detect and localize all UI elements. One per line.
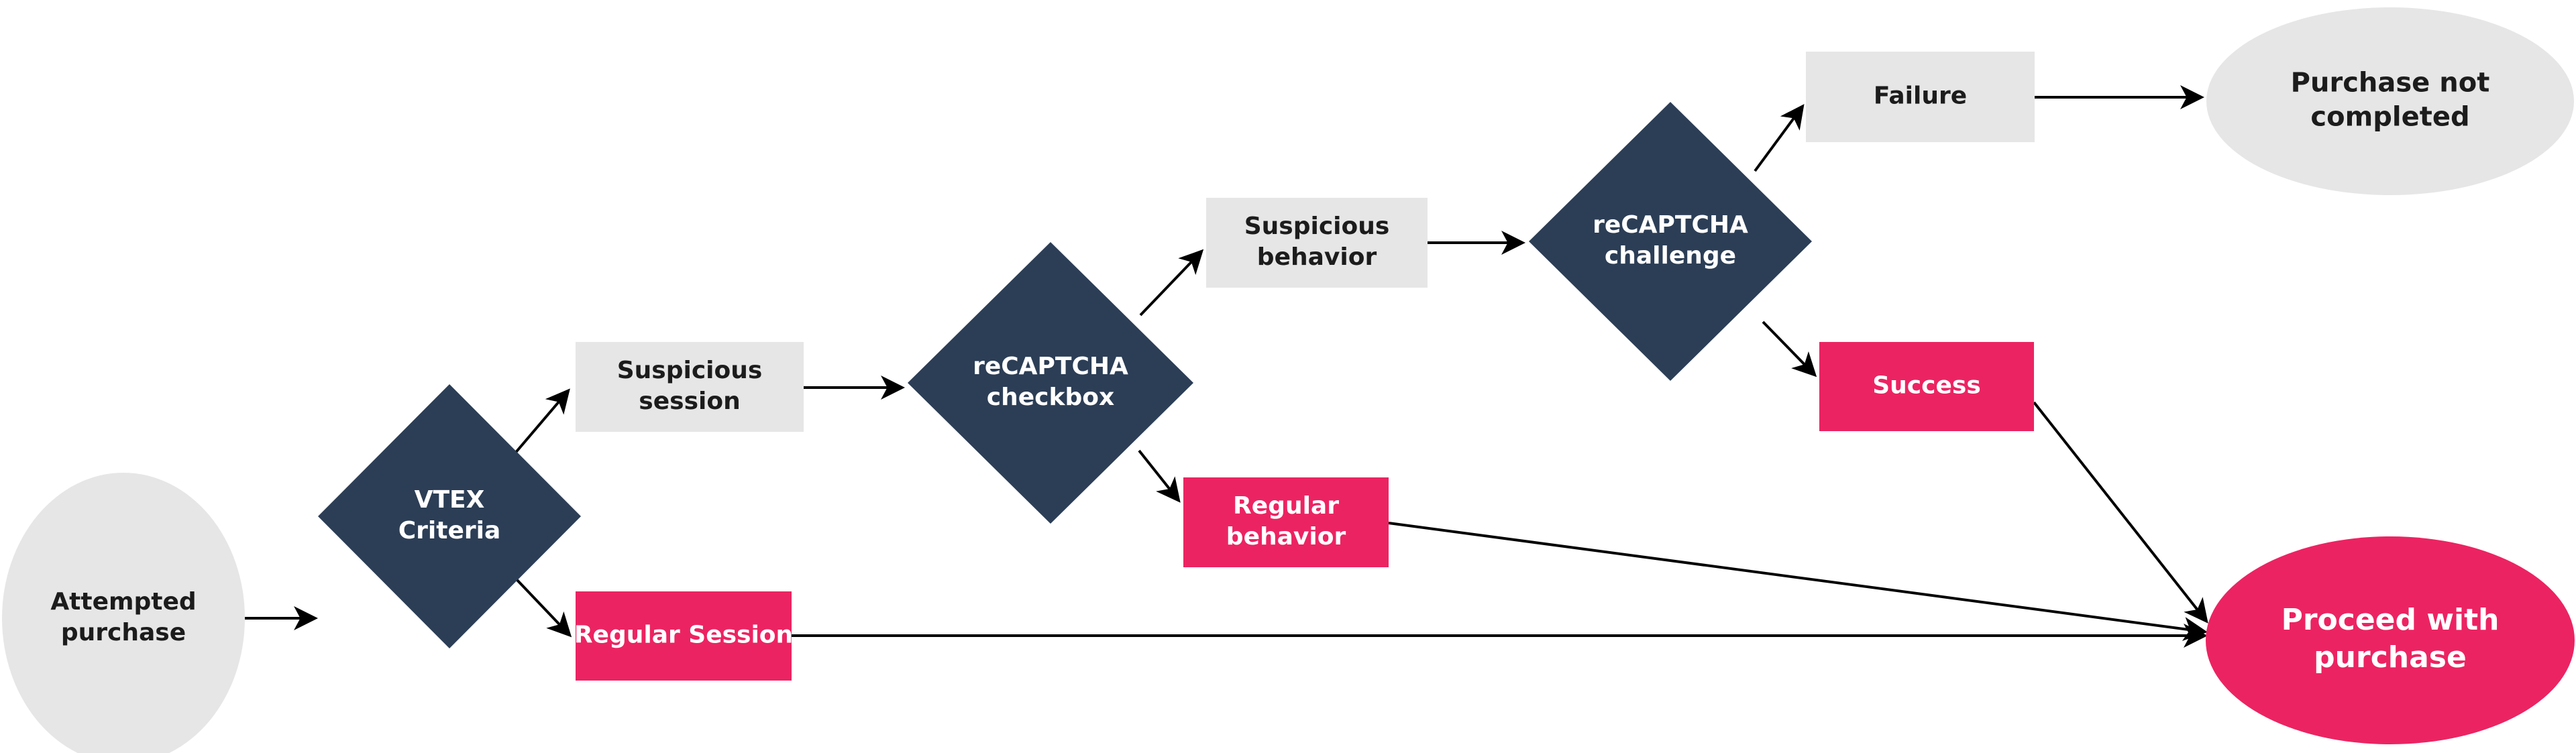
node-label: reCAPTCHA challenge [1593,211,1748,270]
edge-line [1138,449,1181,503]
edge-regular-behavior-to-proceed-with-purchase [1388,522,2208,641]
node-shape-diamond [318,384,581,648]
node-label: Purchase not completed [2291,67,2490,132]
edge-recaptcha-checkbox-to-suspicious-behavior [1139,249,1204,316]
node-label: Failure [1874,82,1967,110]
node-label: Suspicious session [617,357,763,415]
node-failure[interactable]: Failure [1806,52,2035,142]
node-shape-ellipse [2206,7,2574,195]
node-label-line: reCAPTCHA [973,353,1128,380]
node-label-line: purchase [61,619,186,646]
node-label-line: Suspicious [1244,213,1390,240]
edge-line [1754,104,1805,172]
node-shape-diamond [908,242,1193,524]
node-label-line: session [639,388,740,415]
node-shape-ellipse [2,473,245,753]
node-label-line: Suspicious [617,357,763,384]
edge-line [514,577,572,638]
node-label: Success [1872,372,1981,400]
nodes-layer: Attempted purchase VTEX Criteria Suspicious s… [2,7,2575,753]
node-shape-diamond [1529,102,1812,381]
edge-line [1139,249,1204,316]
node-recaptcha-challenge[interactable]: reCAPTCHA challenge [1529,102,1812,381]
node-label: reCAPTCHA checkbox [973,353,1128,411]
node-regular-session[interactable]: Regular Session [574,591,793,681]
node-vtex-criteria[interactable]: VTEX Criteria [318,384,581,648]
node-suspicious-behavior[interactable]: Suspicious behavior [1206,198,1428,288]
edge-success-to-proceed-with-purchase [2033,401,2208,624]
node-label-line: VTEX [415,486,485,514]
edge-recaptcha-challenge-to-success [1762,321,1817,378]
node-shape-rect [576,591,792,681]
edge-vtex-criteria-to-regular-session [514,577,572,638]
node-regular-behavior[interactable]: Regular behavior [1183,477,1389,567]
node-label-line: Regular [1233,492,1339,520]
node-purchase-not-completed[interactable]: Purchase not completed [2206,7,2574,195]
node-success[interactable]: Success [1819,342,2034,431]
node-shape-rect [1183,477,1389,567]
node-label-line: checkbox [987,384,1114,411]
node-shape-ellipse [2206,536,2575,744]
node-label-line: behavior [1226,523,1346,551]
node-shape-rect [1806,52,2035,142]
edges-layer [245,85,2208,648]
node-label-line: Proceed with [2282,603,2500,637]
node-label-line: purchase [2314,640,2467,675]
edge-line [1762,321,1817,378]
node-shape-rect [576,342,804,432]
node-label-line: Attempted [50,588,196,616]
node-label: VTEX Criteria [398,486,501,544]
node-label-line: behavior [1257,243,1377,271]
edge-recaptcha-challenge-to-failure [1754,104,1805,172]
node-label-line: Purchase not [2291,67,2490,98]
node-suspicious-session[interactable]: Suspicious session [576,342,804,432]
node-shape-rect [1206,198,1428,288]
node-shape-rect [1819,342,2034,431]
edge-line [513,388,570,456]
node-label-line: reCAPTCHA [1593,211,1748,239]
node-label-line: Success [1872,372,1981,400]
node-label: Regular Session [574,622,793,649]
node-label-line: Regular Session [574,622,793,649]
node-attempted-purchase[interactable]: Attempted purchase [2,473,245,753]
node-label-line: challenge [1605,242,1736,270]
edge-line [1388,522,2208,641]
edge-recaptcha-checkbox-to-regular-behavior [1138,449,1181,503]
node-label-line: Criteria [398,517,501,544]
node-label-line: Failure [1874,82,1967,110]
node-recaptcha-checkbox[interactable]: reCAPTCHA checkbox [908,242,1193,524]
node-label-line: completed [2310,102,2469,133]
edge-vtex-criteria-to-suspicious-session [513,388,570,456]
edge-line [2033,401,2208,624]
node-label: Attempted purchase [50,588,196,646]
node-label: Regular behavior [1226,492,1346,551]
node-label: Suspicious behavior [1244,213,1390,271]
